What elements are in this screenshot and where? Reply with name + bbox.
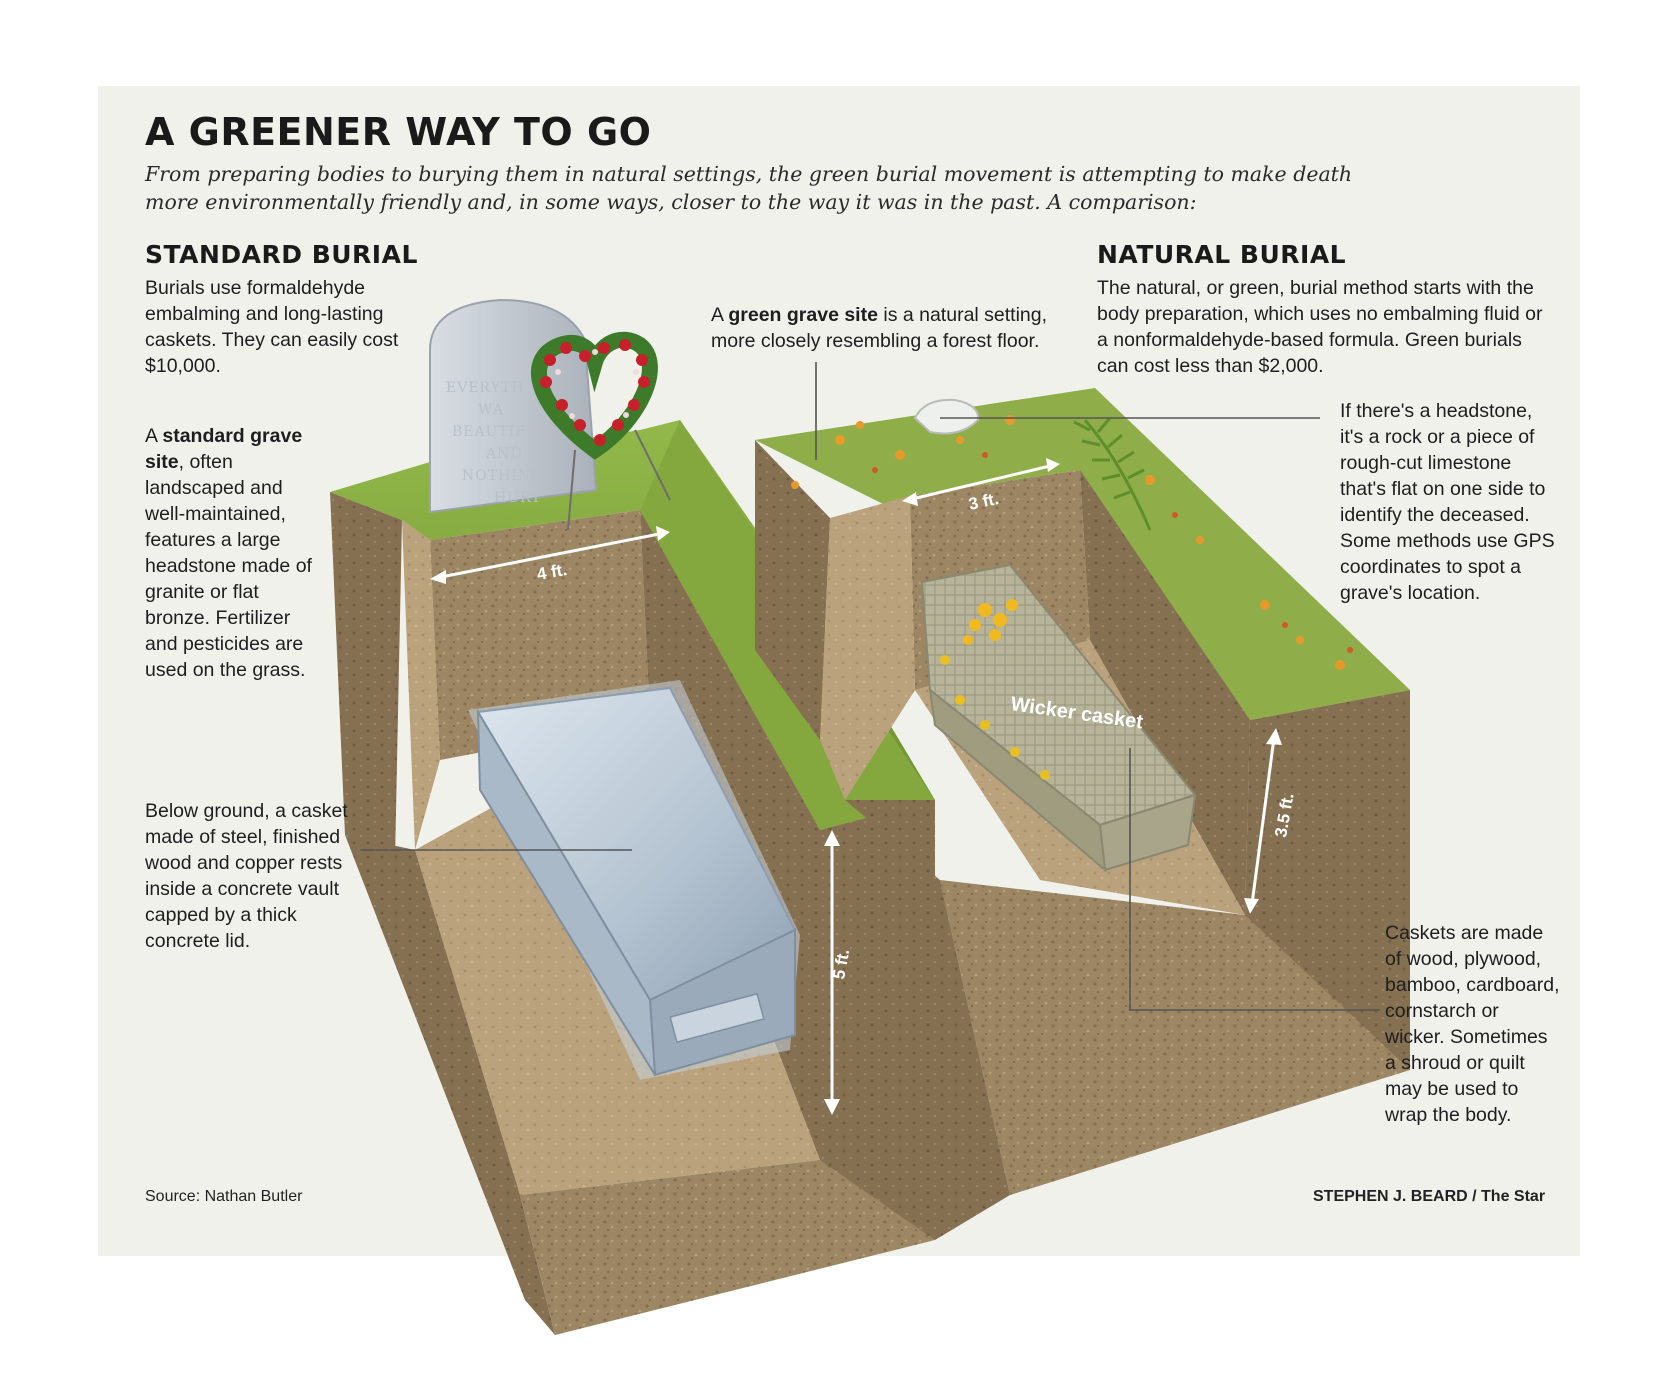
standard-depth-dimension: 5 ft. xyxy=(824,830,853,1115)
standard-site-description: A standard grave site, often landscaped … xyxy=(145,423,320,683)
natural-site-description: A green grave site is a natural setting,… xyxy=(711,302,1081,354)
standard-site-term: standard grave site xyxy=(145,425,303,473)
rock-headstone xyxy=(913,398,980,435)
leader-lines xyxy=(360,362,1380,1011)
headstone-line-4: AND xyxy=(485,446,523,462)
leader-wicker-casket xyxy=(1129,748,1380,1011)
headstone-line-6: HURT xyxy=(494,490,542,506)
natural-burial-intro: The natural, or green, burial method sta… xyxy=(1097,277,1543,377)
standard-site-prefix: A xyxy=(145,425,163,447)
natural-casket-description: Caskets are made of wood, plywood, bambo… xyxy=(1385,922,1560,1126)
wicker-casket: Wicker casket xyxy=(920,563,1197,873)
headstone-line-2: WA xyxy=(478,402,504,418)
granite-headstone: EVERYTH WA BEAUTIF AND NOTHING HURT xyxy=(429,298,598,514)
standard-width-dimension: 4 ft. xyxy=(430,526,670,584)
standard-depth-label: 5 ft. xyxy=(829,948,853,981)
headstone-line-5: NOTHING xyxy=(462,468,543,484)
natural-headstone-description: If there's a headstone, it's a rock or a… xyxy=(1340,400,1555,604)
standard-burial-intro: Burials use formaldehyde embalming and l… xyxy=(145,277,399,377)
headstone-inscription: EVERYTH WA BEAUTIF AND NOTHING HURT xyxy=(446,380,543,506)
steel-casket xyxy=(468,680,800,1080)
headstone-line-3: BEAUTIF xyxy=(452,424,526,440)
natural-site-prefix: A xyxy=(711,304,729,326)
standard-burial-heading: STANDARD BURIAL xyxy=(145,240,418,269)
source-note: Source: Nathan Butler xyxy=(145,1188,303,1205)
credit-line: STEPHEN J. BEARD / The Star xyxy=(1313,1188,1546,1205)
standard-casket-description: Below ground, a casket made of steel, fi… xyxy=(145,800,348,952)
headstone-line-1: EVERYTH xyxy=(446,380,524,396)
natural-site-text: is a natural setting, more closely resem… xyxy=(711,304,1048,352)
standard-site-text: , often landscaped and well-maintained, … xyxy=(145,451,312,681)
natural-burial-heading: NATURAL BURIAL xyxy=(1097,240,1347,269)
heart-wreath xyxy=(531,331,671,531)
standard-width-label: 4 ft. xyxy=(535,560,568,584)
natural-width-dimension: 3 ft. xyxy=(902,458,1060,514)
natural-site-term: green grave site xyxy=(728,304,878,326)
page-subtitle: From preparing bodies to burying them in… xyxy=(145,162,1353,214)
page-title: A GREENER WAY TO GO xyxy=(145,110,652,154)
wildflowers xyxy=(791,415,1353,670)
